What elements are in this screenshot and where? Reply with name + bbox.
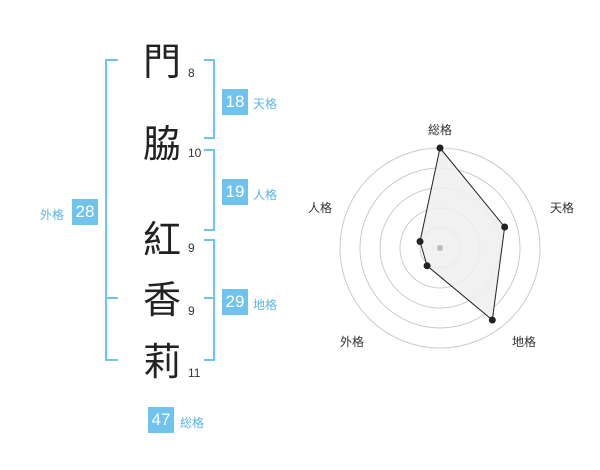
name-char-1: 門: [142, 40, 181, 84]
gaikaku-badge: 28: [72, 199, 98, 225]
jinkaku-label: 人格: [253, 188, 278, 202]
stroke-count-5: 11: [188, 366, 201, 380]
radar-axis-label-3: 地格: [512, 334, 536, 349]
stroke-count-3: 9: [188, 241, 195, 255]
radar-point-1: [436, 144, 444, 152]
radar-point-4: [423, 262, 431, 270]
radar-point-3: [488, 316, 496, 324]
jinkaku-bracket: [204, 149, 215, 231]
tenkaku-bracket: [204, 59, 215, 139]
name-char-3: 紅: [142, 218, 181, 262]
name-char-2: 脇: [142, 122, 181, 166]
name-char-5: 莉: [142, 340, 181, 384]
tenkaku-label: 天格: [253, 97, 278, 111]
radar-point-5: [416, 238, 424, 246]
name-char-4: 香: [142, 278, 181, 322]
soukaku-badge: 47: [148, 407, 174, 433]
soukaku-label: 総格: [180, 416, 205, 430]
chikaku-badge: 29: [222, 289, 248, 315]
tenkaku-badge: 18: [222, 89, 248, 115]
radar-center-dot: [437, 245, 443, 251]
chikaku-bracket: [204, 239, 215, 361]
gaikaku-bracket: [105, 59, 118, 361]
radar-polygon: [419, 146, 506, 321]
radar-point-2: [501, 223, 509, 231]
radar-axis-label-1: 総格: [428, 122, 452, 137]
gaikaku-label: 外格: [40, 208, 65, 222]
stroke-count-4: 9: [188, 304, 195, 318]
radar-axis-label-4: 外格: [340, 334, 364, 349]
jinkaku-badge: 19: [222, 179, 248, 205]
radar-axis-label-5: 人格: [308, 200, 332, 215]
chikaku-label: 地格: [253, 298, 278, 312]
stroke-count-2: 10: [188, 146, 202, 160]
radar-axis-label-2: 天格: [550, 200, 574, 215]
stroke-count-1: 8: [188, 66, 195, 80]
